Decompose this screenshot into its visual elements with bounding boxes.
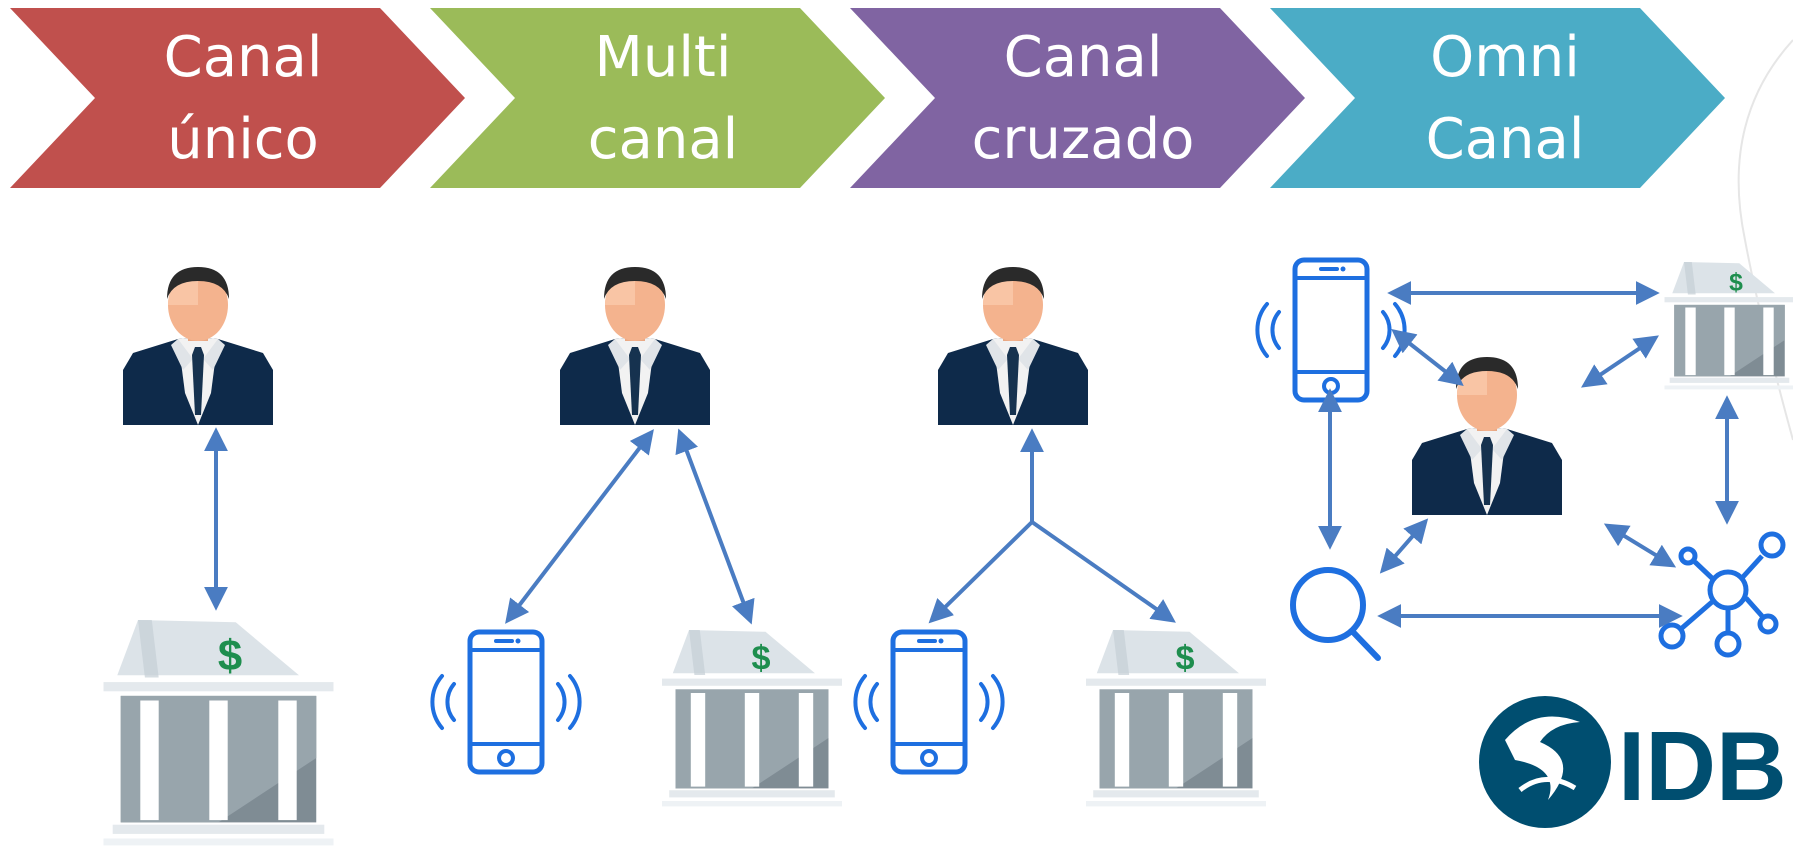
connection-arrow <box>1581 335 1659 388</box>
stage-1-line-1: Canal <box>164 25 323 90</box>
svg-text:$: $ <box>218 632 242 681</box>
column-omni-channel: $ <box>1257 260 1793 661</box>
stage-1-line-2: único <box>167 107 319 172</box>
connection-arrow <box>928 520 1034 624</box>
network-hub-icon <box>1658 531 1786 658</box>
connection-arrow <box>675 428 755 625</box>
stage-2-line-1: Multi <box>595 25 732 90</box>
column-multi-channel: $ <box>432 267 842 807</box>
smartphone-icon <box>855 632 1002 772</box>
bank-icon: $ <box>1664 262 1793 390</box>
magnifier-icon <box>1290 567 1381 661</box>
column-single-channel: $ <box>103 267 334 846</box>
smartphone-icon <box>1257 260 1404 400</box>
businessman-icon <box>1412 357 1562 515</box>
businessman-icon <box>123 267 273 425</box>
stage-4-line-2: Canal <box>1426 107 1585 172</box>
bank-icon: $ <box>662 630 842 807</box>
stage-3-line-2: cruzado <box>972 107 1195 172</box>
businessman-icon <box>560 267 710 425</box>
bank-icon: $ <box>1086 630 1266 807</box>
stage-chevron-2: Multi canal <box>430 8 885 188</box>
connection-arrow <box>1603 523 1677 568</box>
idb-logo: IDB <box>1479 696 1787 828</box>
connection-arrow <box>505 429 654 624</box>
column-cross-channel: $ <box>855 267 1266 807</box>
connection-arrow <box>1379 518 1429 574</box>
stage-3-line-1: Canal <box>1004 25 1163 90</box>
bank-icon: $ <box>103 620 334 846</box>
stage-2-line-2: canal <box>588 107 738 172</box>
svg-text:$: $ <box>1729 270 1743 297</box>
stage-4-line-1: Omni <box>1430 25 1580 90</box>
svg-text:$: $ <box>751 640 770 678</box>
svg-text:$: $ <box>1175 640 1194 678</box>
idb-logo-text: IDB <box>1618 711 1787 821</box>
businessman-icon <box>938 267 1088 425</box>
stage-chevron-3: Canal cruzado <box>850 8 1305 188</box>
stage-chevron-4: Omni Canal <box>1270 8 1725 188</box>
smartphone-icon <box>432 632 579 772</box>
connection-arrow <box>1391 329 1464 386</box>
stage-chevron-1: Canal único <box>10 8 465 188</box>
connection-arrow <box>1030 520 1176 623</box>
